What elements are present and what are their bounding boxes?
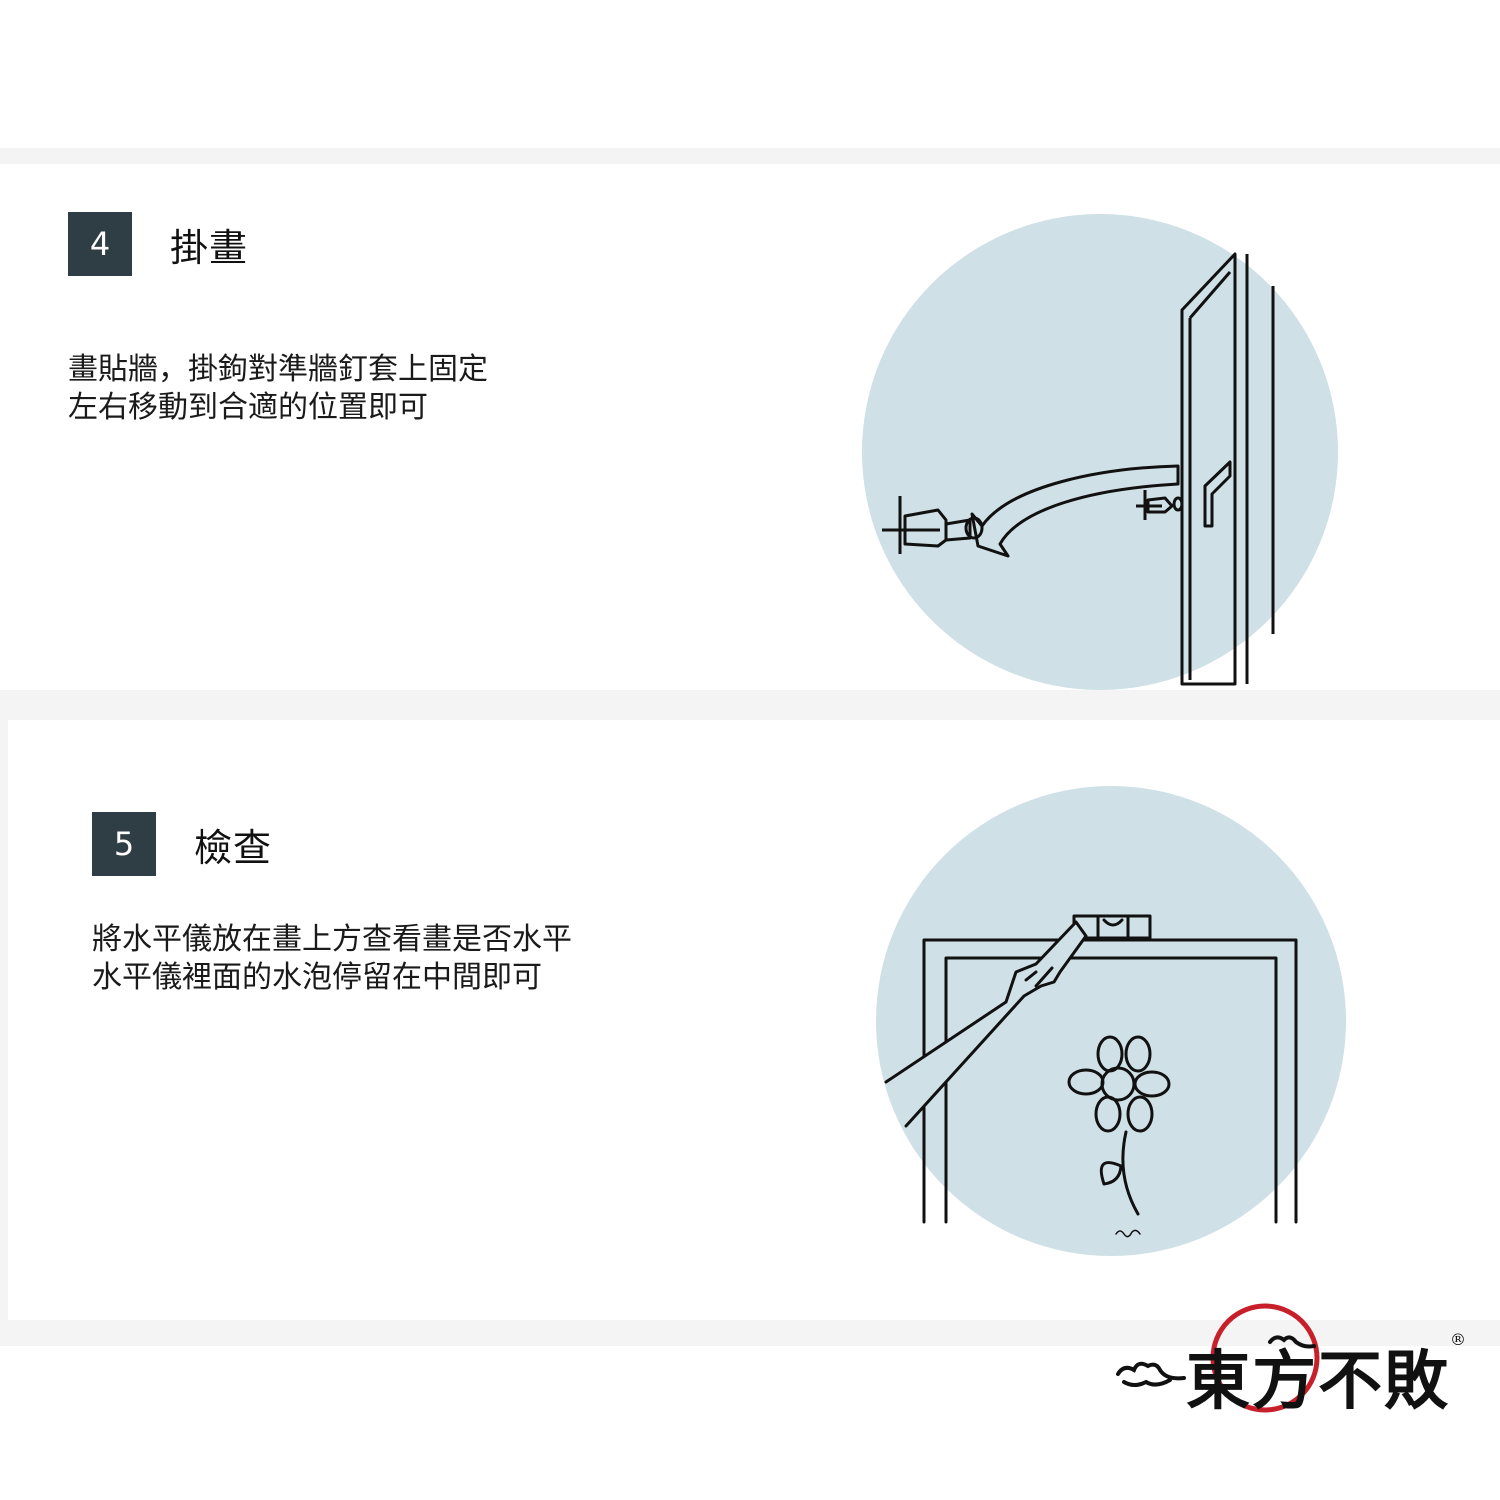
cloud-ornament-icon	[1116, 1335, 1316, 1387]
step-4-header: 4 掛畫	[68, 212, 248, 276]
logo-red-ring	[1210, 1303, 1320, 1413]
separator-band-top	[0, 148, 1500, 164]
step-title: 掛畫	[170, 225, 249, 270]
brand-name-text: 東方不敗	[1186, 1344, 1450, 1419]
step-5-panel: 5 檢查 將水平儀放在畫上方查看畫是否水平 水平儀裡面的水泡停留在中間即可	[8, 720, 1500, 1320]
level-check-illustration	[876, 786, 1346, 1256]
brand-logo-mark	[1116, 1303, 1320, 1413]
registered-mark: ®	[1450, 1330, 1468, 1349]
step-description-line: 水平儀裡面的水泡停留在中間即可	[92, 960, 542, 995]
step-5-header: 5 檢查	[92, 812, 272, 876]
step-description: 將水平儀放在畫上方查看畫是否水平 水平儀裡面的水泡停留在中間即可	[92, 921, 572, 997]
step-number-badge: 5	[92, 812, 156, 876]
separator-band-middle	[0, 690, 1500, 720]
illustration-circle-bg	[876, 786, 1346, 1256]
step-description: 畫貼牆，掛鉤對準牆釘套上固定 左右移動到合適的位置即可	[68, 351, 488, 427]
brand-name: 東方不敗®	[1186, 1330, 1468, 1422]
illustration-circle-bg	[862, 214, 1338, 690]
step-description-line: 左右移動到合適的位置即可	[68, 390, 428, 425]
separator-band-bottom	[0, 1320, 1500, 1346]
step-4-panel: 4 掛畫 畫貼牆，掛鉤對準牆釘套上固定 左右移動到合適的位置即可	[0, 164, 1500, 690]
hanging-illustration	[862, 214, 1338, 690]
step-description-line: 將水平儀放在畫上方查看畫是否水平	[92, 922, 572, 957]
brand-logo: 東方不敗®	[1100, 1300, 1500, 1460]
step-title: 檢查	[194, 825, 273, 870]
step-number-badge: 4	[68, 212, 132, 276]
step-description-line: 畫貼牆，掛鉤對準牆釘套上固定	[68, 352, 488, 387]
panel-left-edge	[0, 690, 8, 1320]
